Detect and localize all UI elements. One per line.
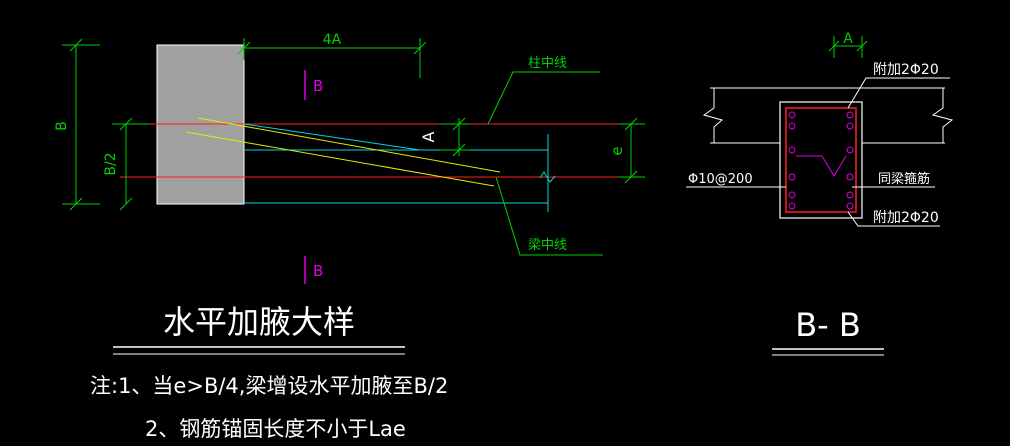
label-top-bars: 附加2Φ20: [873, 62, 939, 78]
rebar-diagonal-1: [197, 117, 501, 173]
dim-b: [62, 38, 100, 211]
stirrup-red: [785, 107, 857, 213]
label-stirrup: Φ10@200: [688, 172, 753, 187]
note-line-2: 2、钢筋锚固长度不小于Lae: [145, 417, 406, 441]
label-bottom-bars: 附加2Φ20: [873, 210, 939, 226]
leader-top-bars: [847, 77, 950, 109]
leader-beam-centerline: [495, 176, 603, 256]
dim-e-label: e: [608, 146, 626, 155]
dim-4a: [237, 38, 427, 78]
section-mark-top-label: B: [313, 77, 323, 95]
beam-section: [779, 101, 863, 219]
column-centerline-label: 柱中线: [528, 56, 567, 71]
beam-centerline-label: 梁中线: [528, 238, 567, 253]
break-line: [539, 171, 556, 183]
dim-b-half-label: B/2: [103, 152, 119, 175]
label-same-stirrup: 同梁箍筋: [878, 171, 930, 187]
rebar-diagonal-2: [185, 131, 495, 187]
leader-column-centerline: [487, 71, 600, 125]
dim-b-half: [112, 117, 150, 211]
tie-bar: [796, 155, 847, 177]
haunch-line: [243, 123, 421, 151]
dim-a-label: A: [419, 131, 438, 142]
note-line-1: 注:1、当e>B/4,梁增设水平加腋至B/2: [90, 374, 448, 398]
leader-bottom-bars: [847, 211, 940, 227]
section-dim-a: [828, 36, 868, 58]
dim-e: [618, 117, 645, 184]
section-title: B- B: [795, 306, 861, 344]
dim-b-label: B: [54, 121, 70, 131]
dim-4a-label: 4A: [323, 32, 342, 48]
section-mark-bottom-label: B: [313, 262, 323, 280]
rebar-dots: [788, 111, 854, 210]
dim-a: [440, 117, 470, 157]
plan-title: 水平加腋大样: [163, 303, 355, 341]
section-dim-a-label: A: [843, 31, 853, 47]
